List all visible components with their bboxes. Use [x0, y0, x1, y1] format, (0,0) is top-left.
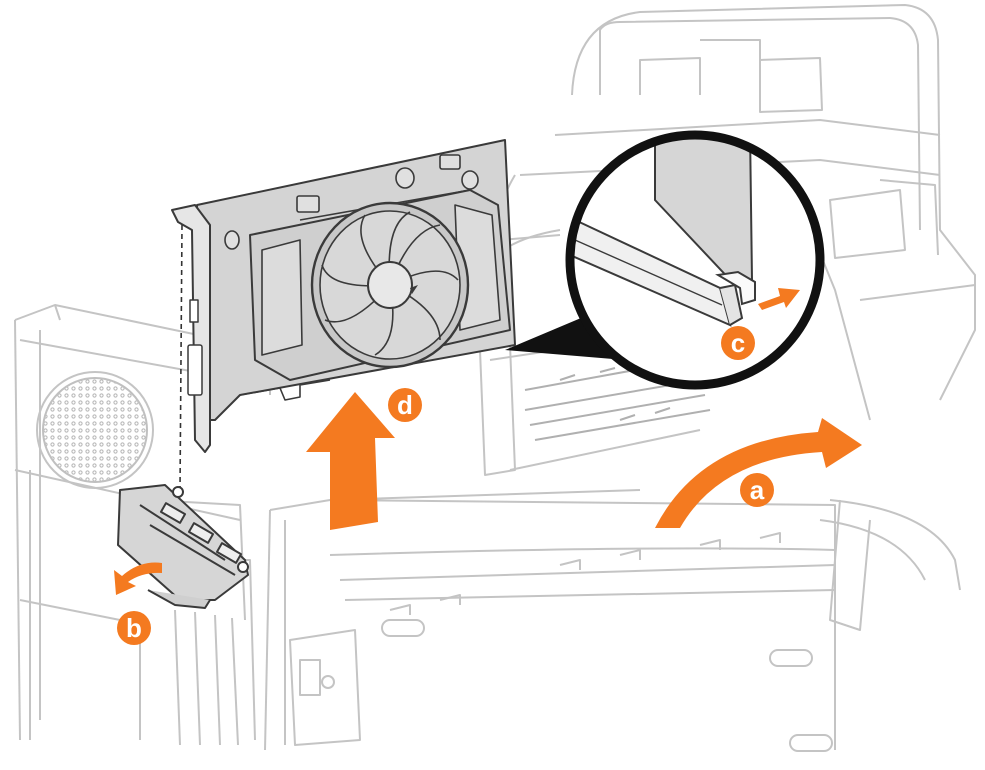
zoom-callout: [565, 130, 825, 390]
fan-icon: [310, 201, 470, 369]
graphics-card: [171, 139, 516, 491]
curved-arrow-right-icon: [655, 418, 862, 528]
arrow-up-icon: [306, 392, 395, 530]
step-badge-d: d: [388, 388, 422, 422]
step-label-a: a: [750, 475, 765, 505]
curved-arrow-down-icon: [114, 562, 162, 595]
step-label-d: d: [397, 390, 413, 420]
step-badge-a: a: [740, 473, 774, 507]
step-badge-c: c: [721, 326, 755, 360]
pc-case: [14, 4, 976, 752]
step-label-c: c: [731, 328, 745, 358]
step-label-b: b: [126, 613, 142, 643]
arrow-right-icon: [758, 288, 800, 310]
step-badge-b: b: [117, 611, 151, 645]
